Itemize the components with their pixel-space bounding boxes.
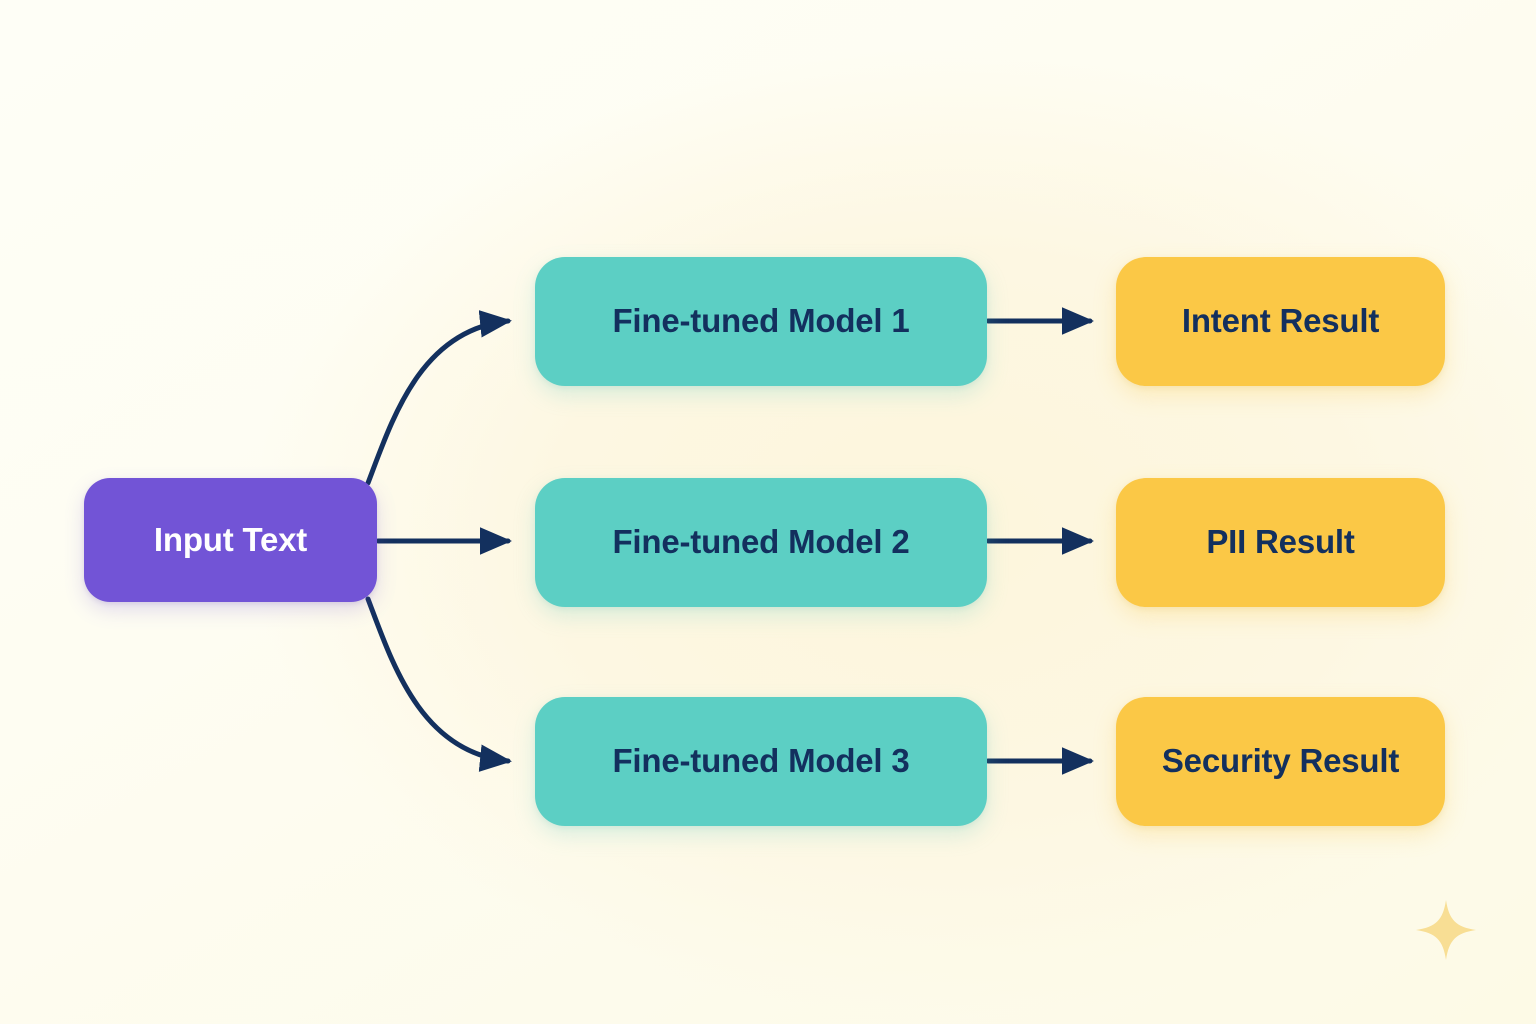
node-security-result[interactable]: Security Result	[1116, 697, 1445, 826]
node-fine-tuned-model-1-label: Fine-tuned Model 1	[612, 302, 910, 340]
edge-input-to-model-1	[365, 310, 512, 486]
node-fine-tuned-model-3-label: Fine-tuned Model 3	[612, 742, 910, 780]
node-fine-tuned-model-2-label: Fine-tuned Model 2	[612, 523, 910, 561]
edge-input-to-model-3	[365, 596, 512, 772]
node-intent-result-label: Intent Result	[1181, 302, 1380, 340]
node-security-result-label: Security Result	[1161, 742, 1400, 780]
node-pii-result[interactable]: PII Result	[1116, 478, 1445, 607]
node-fine-tuned-model-2[interactable]: Fine-tuned Model 2	[535, 478, 987, 607]
node-intent-result[interactable]: Intent Result	[1116, 257, 1445, 386]
node-fine-tuned-model-3[interactable]: Fine-tuned Model 3	[535, 697, 987, 826]
node-fine-tuned-model-1[interactable]: Fine-tuned Model 1	[535, 257, 987, 386]
four-point-star-icon	[1416, 900, 1476, 960]
node-input-text-label: Input Text	[153, 520, 308, 558]
node-input-text[interactable]: Input Text	[84, 478, 377, 602]
node-pii-result-label: PII Result	[1206, 523, 1355, 561]
